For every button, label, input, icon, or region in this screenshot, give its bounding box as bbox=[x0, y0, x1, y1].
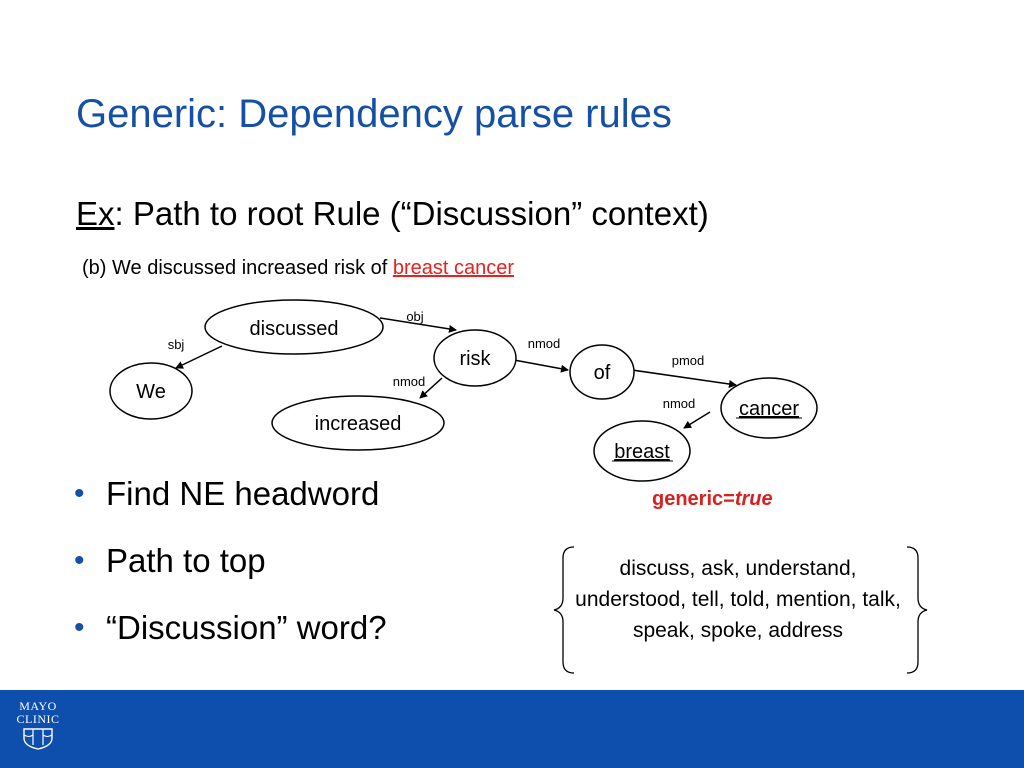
generic-value: true bbox=[734, 488, 773, 510]
bullet-dot-icon: • bbox=[74, 544, 85, 577]
bullet-text: Path to top bbox=[106, 542, 266, 579]
generic-label: generic= bbox=[652, 488, 735, 510]
right-brace-icon bbox=[906, 546, 928, 674]
node-risk-label: risk bbox=[459, 348, 491, 370]
edge-label-nmod-cancer-breast: nmod bbox=[663, 396, 696, 411]
edge-obj bbox=[379, 317, 457, 333]
node-we-label: We bbox=[136, 381, 166, 403]
edge-label-pmod: pmod bbox=[672, 353, 705, 368]
edge-nmod-risk-of bbox=[513, 359, 569, 373]
edge-nmod-risk-increased bbox=[419, 377, 443, 399]
edge-label-sbj: sbj bbox=[168, 337, 185, 352]
edge-nmod-cancer-breast bbox=[683, 411, 711, 429]
node-risk: risk bbox=[433, 329, 517, 387]
discussion-word-list: discuss, ask, understand, understood, te… bbox=[575, 557, 901, 642]
bullet-item: • Find NE headword bbox=[74, 470, 387, 537]
edge-label-nmod-risk-increased: nmod bbox=[393, 374, 426, 389]
bullet-dot-icon: • bbox=[74, 611, 85, 644]
logo-line-2: CLINIC bbox=[16, 712, 60, 726]
word-list-braces bbox=[553, 546, 928, 674]
node-we: We bbox=[109, 362, 193, 420]
example-sentence: (b) We discussed increased risk of breas… bbox=[82, 257, 514, 280]
mayo-clinic-logo: MAYO CLINIC bbox=[12, 700, 64, 750]
edge-label-nmod-risk-of: nmod bbox=[528, 336, 561, 351]
logo-line-1: MAYO bbox=[19, 699, 57, 713]
node-cancer-label: cancer bbox=[739, 398, 799, 420]
dependency-parse-tree: discussed We risk increased of cancer br… bbox=[109, 299, 818, 482]
named-entity-highlight: breast cancer bbox=[392, 257, 515, 279]
example-label: Ex bbox=[76, 195, 115, 232]
generic-result: generic=true bbox=[652, 488, 773, 511]
node-cancer: cancer bbox=[720, 377, 818, 439]
edge-label-obj: obj bbox=[406, 309, 423, 324]
shield-icon bbox=[23, 728, 53, 750]
slide-title: Generic: Dependency parse rules bbox=[76, 92, 672, 136]
bullet-dot-icon: • bbox=[74, 477, 85, 510]
edge-sbj bbox=[175, 345, 223, 369]
left-brace-icon bbox=[553, 546, 575, 674]
node-breast-label: breast bbox=[614, 441, 670, 463]
bullet-text: “Discussion” word? bbox=[106, 609, 387, 646]
node-increased: increased bbox=[271, 395, 445, 451]
bullet-item: • Path to top bbox=[74, 537, 387, 604]
example-heading: Ex: Path to root Rule (“Discussion” cont… bbox=[76, 195, 709, 233]
bullet-item: • “Discussion” word? bbox=[74, 604, 387, 671]
node-of-label: of bbox=[594, 362, 611, 384]
node-of: of bbox=[569, 344, 635, 400]
footer-bar bbox=[0, 690, 1024, 768]
bullet-text: Find NE headword bbox=[106, 475, 380, 512]
bullet-list: • Find NE headword • Path to top • “Discuss… bbox=[74, 470, 387, 671]
node-discussed-label: discussed bbox=[250, 318, 339, 340]
node-increased-label: increased bbox=[315, 413, 402, 435]
sentence-text: (b) We discussed increased risk of bbox=[82, 257, 393, 279]
node-breast: breast bbox=[593, 420, 691, 482]
example-rule: : Path to root Rule (“Discussion” contex… bbox=[114, 195, 709, 232]
node-discussed: discussed bbox=[204, 299, 384, 355]
edge-pmod bbox=[631, 369, 737, 388]
